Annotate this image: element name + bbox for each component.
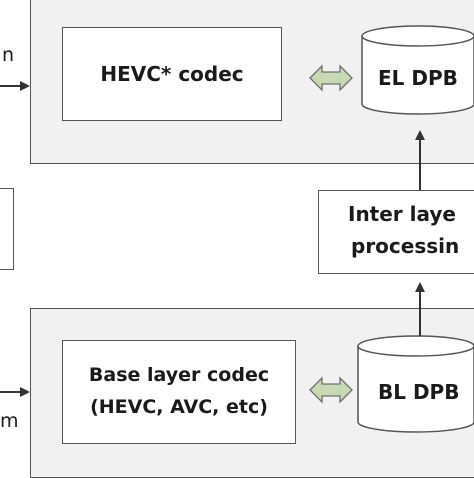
base-layer-codec-box [62, 340, 296, 444]
left-partial-box [0, 188, 14, 270]
base-codec-line2: (HEVC, AVC, etc) [90, 396, 268, 418]
el-dpb-label: EL DPB [378, 66, 458, 90]
el-bidirectional-arrow [309, 64, 353, 92]
base-input-text: m [0, 410, 19, 432]
hevc-codec-box [62, 27, 282, 121]
bl-dpb-cylinder [357, 335, 474, 433]
inter-layer-line2: processin [351, 234, 460, 258]
inter-layer-line1: Inter laye [348, 202, 456, 226]
base-codec-line1: Base layer codec [88, 364, 270, 386]
enhancement-input-text: n [2, 44, 15, 66]
bl-dpb-label: BL DPB [378, 380, 460, 404]
hevc-codec-label: HEVC* codec [100, 62, 244, 86]
inter-layer-processing-box [318, 190, 474, 274]
bl-bidirectional-arrow [309, 376, 353, 404]
el-dpb-cylinder [361, 25, 474, 115]
